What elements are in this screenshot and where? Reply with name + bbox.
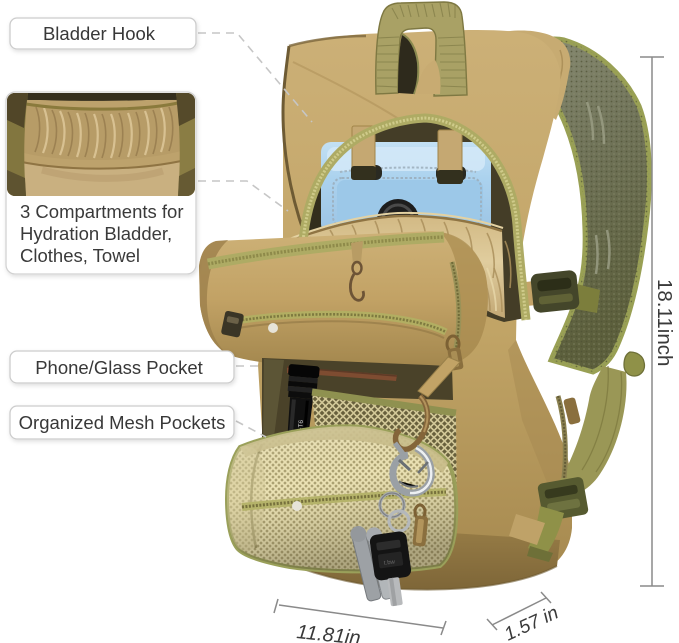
svg-text:t.bw: t.bw xyxy=(384,559,396,567)
svg-text:3 Compartments for: 3 Compartments for xyxy=(20,201,183,222)
svg-text:18.11inch: 18.11inch xyxy=(653,279,676,366)
svg-text:Clothes, Towel: Clothes, Towel xyxy=(20,245,140,266)
svg-text:1.57 in: 1.57 in xyxy=(501,602,562,643)
svg-text:11.81in: 11.81in xyxy=(295,621,361,643)
svg-text:Hydration Bladder,: Hydration Bladder, xyxy=(20,223,172,244)
svg-text:Bladder Hook: Bladder Hook xyxy=(43,23,156,44)
svg-text:Phone/Glass Pocket: Phone/Glass Pocket xyxy=(35,357,203,378)
svg-text:Organized Mesh Pockets: Organized Mesh Pockets xyxy=(19,412,226,433)
